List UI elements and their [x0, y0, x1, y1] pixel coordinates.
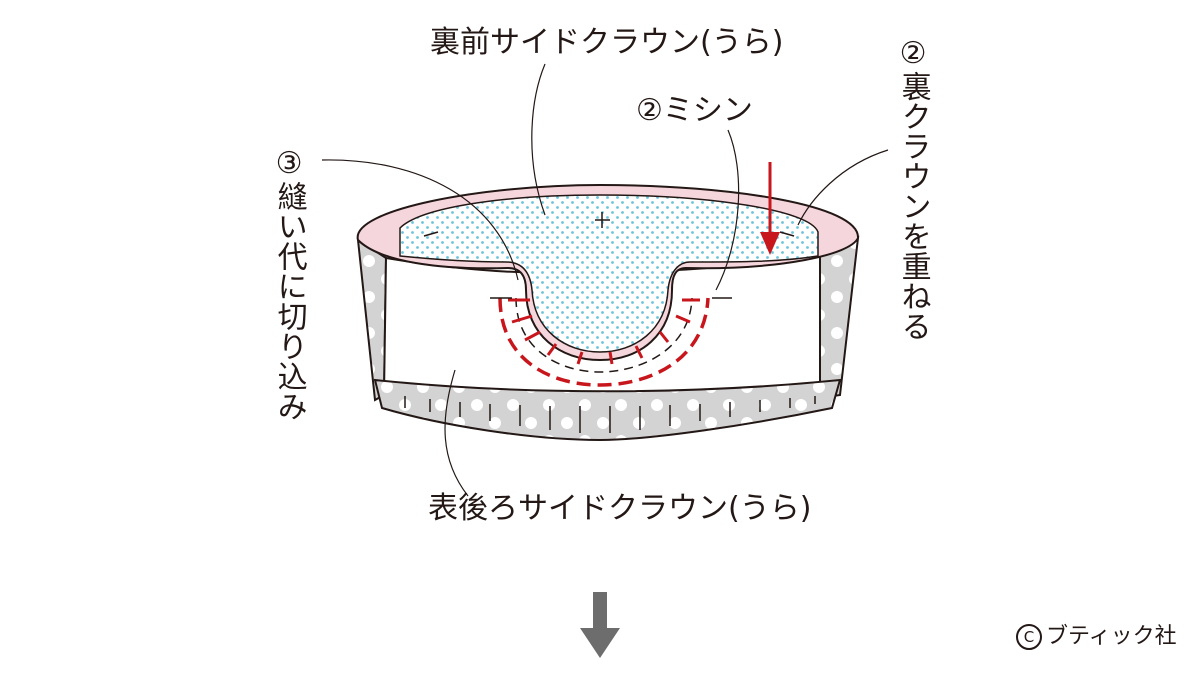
- outer-bottom-band: [373, 378, 842, 442]
- copyright-text: ブティック社: [1046, 624, 1177, 649]
- label-back-front-side-crown: 裏前サイドクラウン(うら): [430, 25, 784, 60]
- stitch-line: [498, 297, 710, 387]
- red-arrow-icon: [760, 162, 780, 255]
- label-step2-overlap: ②裏クラウンを重ねる: [895, 36, 931, 341]
- copyright-icon: C: [1016, 624, 1042, 650]
- outer-side-band-left: [356, 238, 388, 402]
- label-outer-back-side-crown: 表後ろサイドクラウン(うら): [428, 491, 812, 526]
- leader-lines: [321, 63, 889, 497]
- label-step3-clip: ③縫い代に切り込み: [271, 146, 307, 421]
- label-step2-sewing: ②ミシン: [636, 93, 753, 128]
- down-arrow-icon: [580, 592, 620, 658]
- bottom-ticks: [404, 396, 816, 433]
- seam-allowance-line: [515, 297, 693, 373]
- inner-crown-dotted: [399, 194, 819, 353]
- clip-marks: [508, 298, 700, 365]
- outer-side-band-right: [819, 235, 860, 400]
